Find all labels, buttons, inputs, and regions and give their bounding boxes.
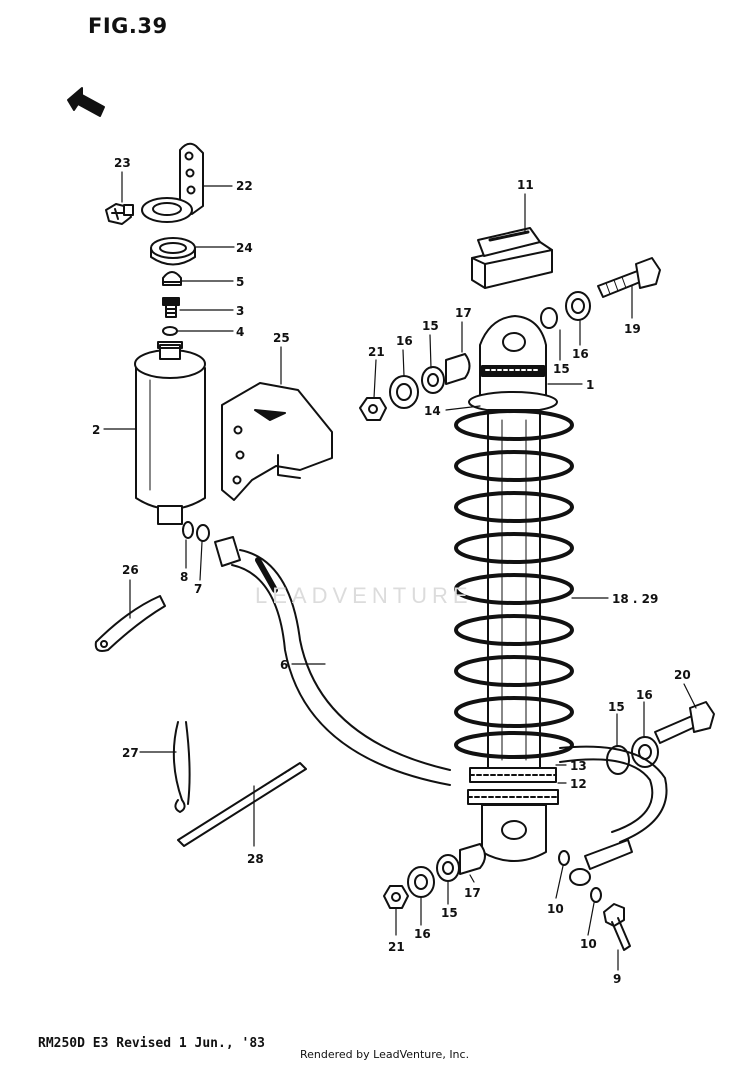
watermark-text: LEADVENTURE	[255, 583, 473, 608]
bolt-9-washers-10	[558, 850, 631, 951]
hose-6	[214, 536, 451, 786]
front-arrow-icon	[67, 87, 105, 117]
shock-top-eye	[468, 315, 558, 413]
callout-10-lower: 10	[580, 937, 597, 951]
callout-12: 12	[570, 777, 587, 791]
callout-19: 19	[624, 322, 641, 336]
washer-8	[182, 521, 194, 539]
callout-4: 4	[236, 325, 245, 339]
lower-right-hardware	[606, 701, 715, 775]
shock-lower-eye	[481, 804, 547, 862]
top-hardware	[359, 353, 471, 421]
callout-3: 3	[236, 304, 245, 318]
callout-25: 25	[273, 331, 290, 345]
bolt-19	[540, 257, 661, 329]
callout-23: 23	[114, 156, 131, 170]
callout-18-29: 18 . 29	[612, 592, 659, 606]
adjuster-nuts	[467, 767, 559, 805]
callout-27: 27	[122, 746, 139, 760]
callout-17-bottom: 17	[464, 886, 481, 900]
o-ring-4	[162, 326, 178, 336]
callout-8: 8	[180, 570, 189, 584]
callout-2: 2	[92, 423, 101, 437]
callout-16-top: 16	[396, 334, 413, 348]
ring-24	[150, 237, 196, 266]
callout-16-right: 16	[572, 347, 589, 361]
valve-3	[162, 297, 180, 318]
callout-15-bottom: 15	[441, 906, 458, 920]
reservoir-2	[134, 341, 206, 525]
cap-5	[162, 271, 182, 286]
footer-model-revision: RM250D E3 Revised 1 Jun., '83	[38, 1036, 265, 1051]
callout-10-upper: 10	[547, 902, 564, 916]
callout-5: 5	[236, 275, 245, 289]
callout-20: 20	[674, 668, 691, 682]
callout-16-lower-right: 16	[636, 688, 653, 702]
clip-27	[172, 721, 191, 813]
callout-24: 24	[236, 241, 253, 255]
callout-1: 1	[586, 378, 595, 392]
callout-15-top: 15	[422, 319, 439, 333]
callout-21-top: 21	[368, 345, 385, 359]
callout-11: 11	[517, 178, 534, 192]
callout-16-bottom: 16	[414, 927, 431, 941]
callout-15-lower-right: 15	[608, 700, 625, 714]
callout-7: 7	[194, 582, 203, 596]
callout-14: 14	[424, 404, 441, 418]
figure-title: FIG.39	[88, 14, 168, 38]
callout-22: 22	[236, 179, 253, 193]
callout-21-bottom: 21	[388, 940, 405, 954]
footer-credit: Rendered by LeadVenture, Inc.	[300, 1048, 470, 1061]
callout-26: 26	[122, 563, 139, 577]
callout-15-right: 15	[553, 362, 570, 376]
bracket-25	[221, 382, 333, 501]
callout-6: 6	[280, 658, 289, 672]
lower-left-hardware	[383, 843, 486, 909]
bracket-22	[141, 142, 204, 223]
bumper-11	[471, 227, 553, 289]
callout-13: 13	[570, 759, 587, 773]
leader-lines	[103, 171, 697, 971]
band-28	[177, 762, 307, 847]
callout-17-top: 17	[455, 306, 472, 320]
washer-7	[196, 524, 210, 542]
spring-18-29	[454, 409, 574, 759]
hose-right	[559, 745, 668, 886]
callout-9: 9	[613, 972, 622, 986]
bolt-23	[105, 203, 134, 225]
shock-body	[487, 409, 541, 771]
callout-28: 28	[247, 852, 264, 866]
clamp-26	[94, 595, 166, 652]
